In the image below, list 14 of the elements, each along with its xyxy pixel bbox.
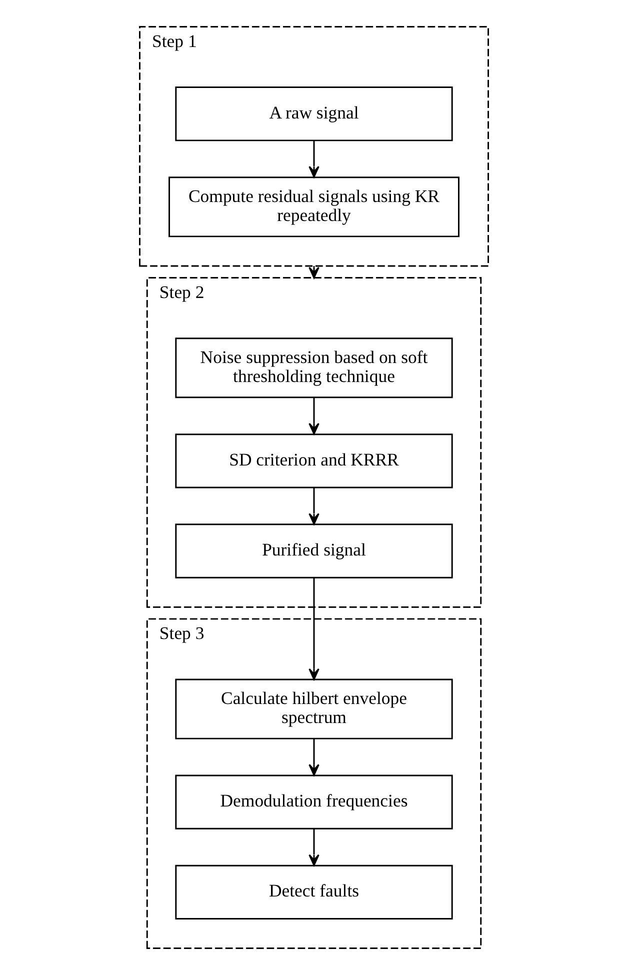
node-box: A raw signal (174, 86, 452, 141)
node-box: Noise suppression based on soft thresholding technique (174, 337, 452, 398)
arrow (308, 828, 319, 866)
node-box: SD criterion and KRRR (174, 433, 452, 488)
node-box: Demodulation frequencies (174, 774, 452, 829)
node-box: Calculate hilbert envelope spectrum (174, 678, 452, 739)
arrow (308, 397, 319, 434)
arrow (308, 578, 319, 680)
node-box: Purified signal (174, 523, 452, 578)
node-box: Detect faults (174, 864, 452, 919)
node-box: Compute residual signals using KR repeatedly (168, 176, 459, 237)
arrow (308, 140, 319, 178)
arrow (308, 487, 319, 524)
arrow (308, 738, 319, 776)
